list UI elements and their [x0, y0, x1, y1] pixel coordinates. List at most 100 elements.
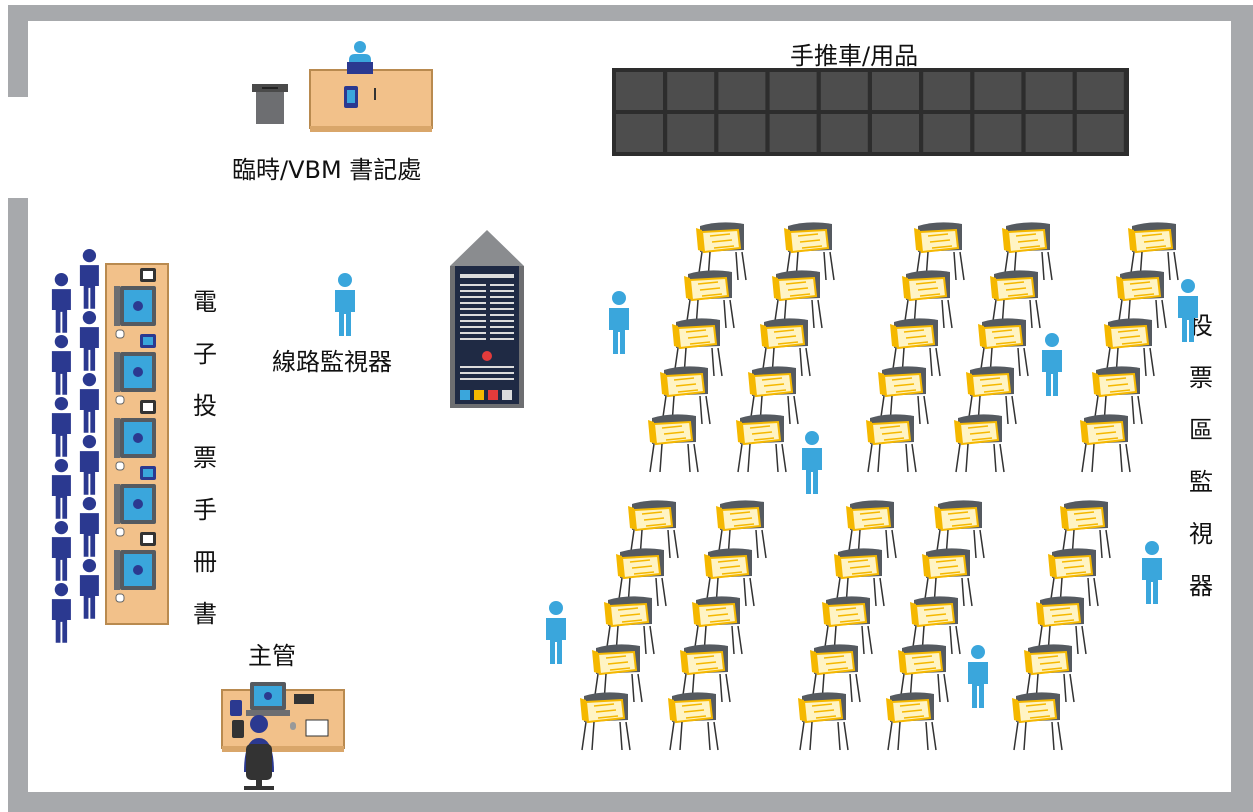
voting-booth-icon: [898, 644, 949, 703]
line-monitor-label: 線路監視器: [272, 348, 392, 376]
cart-cell: [718, 72, 766, 110]
voting-booth-icon: [648, 414, 699, 473]
voting-booth-icon: [1128, 222, 1179, 281]
person-icon: [79, 248, 99, 309]
cart-cell: [974, 114, 1022, 152]
voting-booth-icon: [616, 548, 667, 607]
epollbook-table: [105, 263, 169, 625]
booth-monitor-label-char: 監: [1189, 468, 1213, 496]
voting-booth-icon: [878, 366, 929, 425]
voting-booth-icon: [672, 318, 723, 377]
person-icon: [51, 334, 71, 395]
supervisor-label: 主管: [248, 642, 296, 670]
person-icon: [79, 372, 99, 433]
person-icon: [968, 645, 988, 708]
cart-cell: [616, 72, 663, 110]
voting-booth-icon: [604, 596, 655, 655]
epollbook-label-char: 冊: [193, 548, 217, 576]
supervisor-desk: [221, 682, 345, 790]
poster-icon: [450, 230, 524, 408]
voting-booth-icon: [736, 414, 787, 473]
printer-icon: [140, 400, 156, 414]
voting-booth-icon: [760, 318, 811, 377]
person-icon: [51, 582, 71, 643]
person-icon: [51, 520, 71, 581]
voting-booth-icon: [772, 270, 823, 329]
booth-monitor-label-char: 區: [1189, 416, 1213, 444]
booth-monitor-label-char: 視: [1189, 520, 1213, 548]
person-icon: [335, 273, 355, 336]
voting-booth-icon: [934, 500, 985, 559]
epollbook-label-char: 手: [193, 496, 217, 524]
person-icon: [546, 601, 566, 664]
voting-booth-icon: [668, 692, 719, 751]
wall-right: [1231, 5, 1253, 812]
ballot-box-icon: [252, 84, 288, 124]
laptop-icon: [114, 550, 156, 603]
wall-left-lower: [8, 198, 28, 812]
laptop-icon: [114, 286, 156, 339]
voting-booth-icon: [810, 644, 861, 703]
wall-top: [8, 5, 1253, 21]
voting-booth-icon: [704, 548, 755, 607]
clerk-area-label: 臨時/VBM 書記處: [232, 156, 422, 184]
tablet-icon: [140, 466, 156, 480]
cart-cell: [872, 72, 919, 110]
carts-label: 手推車/用品: [790, 42, 919, 70]
voting-booth-icon: [834, 548, 885, 607]
voting-booth-icon: [978, 318, 1029, 377]
person-icon: [79, 434, 99, 495]
voting-booth-icon: [914, 222, 965, 281]
cart-cell: [820, 72, 868, 110]
laptop-icon: [114, 352, 156, 405]
voting-booth-icon: [684, 270, 735, 329]
voting-booth-icon: [580, 692, 631, 751]
voting-booth-icon: [696, 222, 747, 281]
voting-booth-icon: [990, 270, 1041, 329]
epollbook-label-char: 投: [193, 392, 217, 420]
printer-icon: [140, 268, 156, 282]
cart-cell: [923, 114, 971, 152]
voter-line: [51, 248, 99, 643]
voting-booth-icon: [922, 548, 973, 607]
laptop-icon: [114, 418, 156, 471]
cart-cell: [769, 114, 817, 152]
voting-booth-icon: [1116, 270, 1167, 329]
cart-grid: [612, 68, 1129, 156]
cart-cell: [1076, 114, 1124, 152]
clerk-table: [309, 69, 433, 132]
voting-booth-icon: [1002, 222, 1053, 281]
person-icon: [347, 41, 373, 74]
person-icon: [79, 496, 99, 557]
voting-booth-icon: [628, 500, 679, 559]
voting-booth-icon: [692, 596, 743, 655]
cart-cell: [769, 72, 817, 110]
voting-booth-icon: [784, 222, 835, 281]
person-icon: [1142, 541, 1162, 604]
cart-cell: [667, 72, 715, 110]
voting-booth-icon: [798, 692, 849, 751]
person-icon: [51, 396, 71, 457]
person-icon: [79, 558, 99, 619]
cart-cell: [1025, 114, 1073, 152]
cart-cell: [616, 114, 663, 152]
cart-cell: [923, 72, 971, 110]
voting-booth-icon: [748, 366, 799, 425]
voting-booth-icon: [910, 596, 961, 655]
booth-monitor-label-char: 票: [1189, 364, 1213, 392]
voting-booth-icon: [1012, 692, 1063, 751]
epollbook-label: 電子投票手冊書: [190, 276, 220, 640]
person-icon: [51, 458, 71, 519]
voting-booth-icon: [660, 366, 711, 425]
person-icon: [1042, 333, 1062, 396]
voting-booth-icon: [846, 500, 897, 559]
voting-booth-icon: [966, 366, 1017, 425]
voting-booth-icon: [1048, 548, 1099, 607]
voting-booth-icon: [716, 500, 767, 559]
cart-cell: [667, 114, 715, 152]
person-icon: [79, 310, 99, 371]
voting-booth-icon: [890, 318, 941, 377]
cart-cell: [1025, 72, 1073, 110]
voting-booth-icon: [902, 270, 953, 329]
